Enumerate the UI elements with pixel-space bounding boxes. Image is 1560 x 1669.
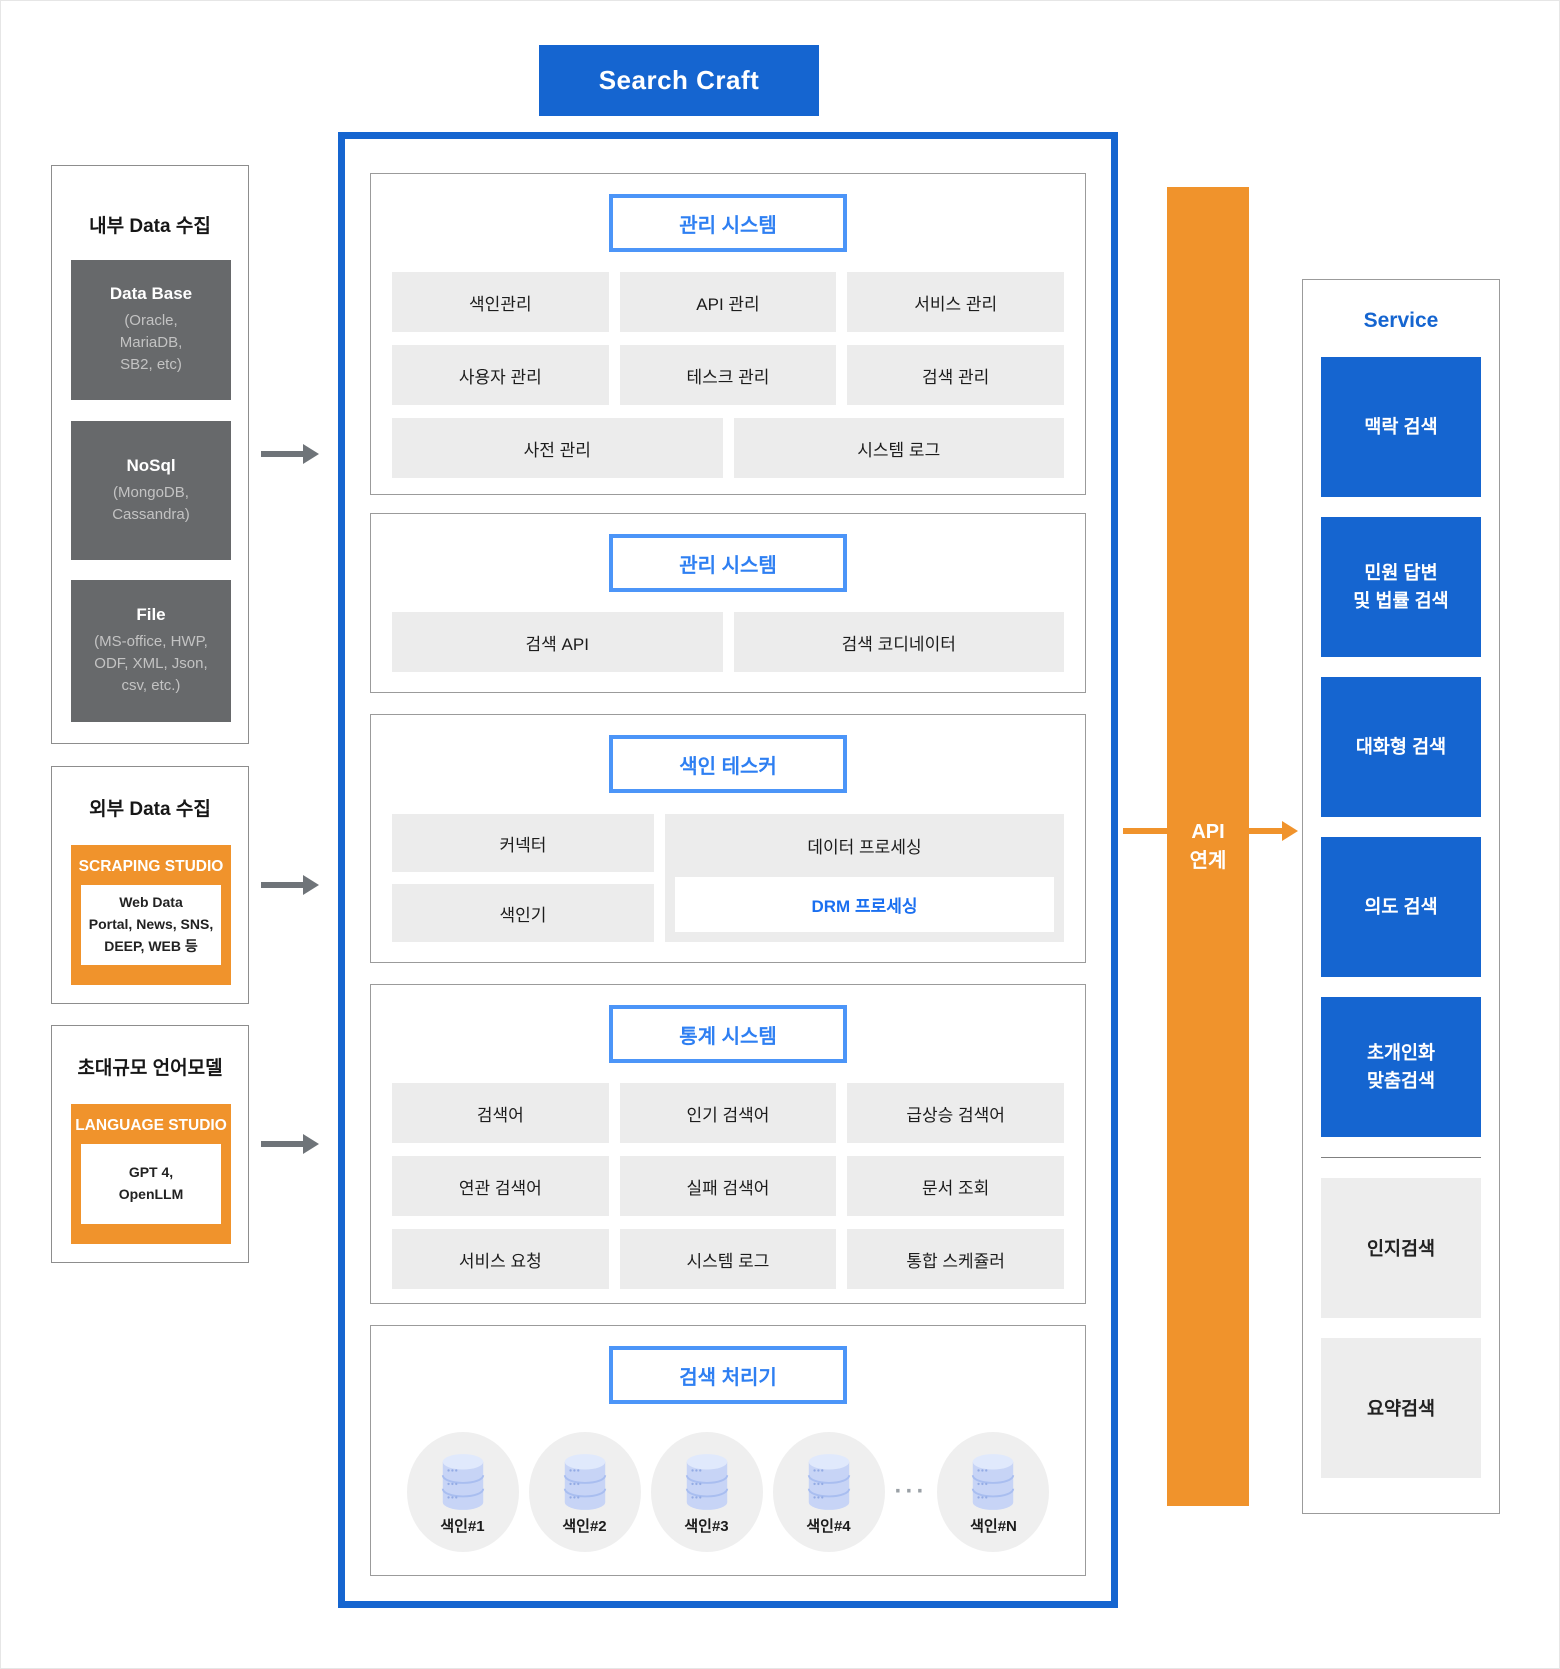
llm-group: 초대규모 언어모델 LANGUAGE STUDIO GPT 4, OpenLLM bbox=[51, 1025, 249, 1263]
external-data-title: 외부 Data 수집 bbox=[89, 799, 211, 820]
database-source-box: Data Base (Oracle, MariaDB, SB2, etc) bbox=[71, 260, 231, 400]
api-link-label-line2: 연계 bbox=[1189, 849, 1227, 872]
database-icon bbox=[441, 1454, 484, 1510]
scraping-studio-box: SCRAPING STUDIO Web Data Portal, News, S… bbox=[71, 845, 231, 985]
tasker-left-column: 커넥터 색인기 bbox=[392, 814, 654, 942]
search-craft-box: 관리 시스템 색인관리 API 관리 서비스 관리 사용자 관리 테스크 관리 … bbox=[338, 132, 1118, 1608]
module-box: 색인관리 bbox=[392, 272, 609, 332]
file-source-box: File (MS-office, HWP, ODF, XML, Json, cs… bbox=[71, 580, 231, 722]
index-label: 색인#1 bbox=[440, 1518, 485, 1535]
source-detail: (MS-office, HWP, ODF, XML, Json, csv, et… bbox=[94, 633, 208, 694]
database-icon bbox=[807, 1454, 850, 1510]
service-divider bbox=[1321, 1157, 1481, 1158]
index-label: 색인#4 bbox=[806, 1518, 851, 1535]
service-stack: 맥락 검색 민원 답변 및 법률 검색 대화형 검색 의도 검색 초개인화 맞춤… bbox=[1303, 357, 1499, 1478]
source-name: NoSql bbox=[126, 455, 176, 475]
internal-data-title: 내부 Data 수집 bbox=[89, 216, 211, 237]
index-label: 색인#2 bbox=[562, 1518, 607, 1535]
module-box: 검색 관리 bbox=[847, 345, 1064, 405]
service-box: 맥락 검색 bbox=[1321, 357, 1481, 497]
language-studio-detail: GPT 4, OpenLLM bbox=[81, 1144, 221, 1224]
service-box: 민원 답변 및 법률 검색 bbox=[1321, 517, 1481, 657]
module-box: 커넥터 bbox=[392, 814, 654, 872]
database-icon bbox=[972, 1454, 1015, 1510]
page-title: Search Craft bbox=[539, 45, 819, 116]
module-box: 검색어 bbox=[392, 1083, 609, 1143]
tasker-row: 커넥터 색인기 데이터 프로세싱 DRM 프로세싱 bbox=[392, 814, 1064, 942]
right-arrow-icon bbox=[261, 875, 319, 895]
nosql-source-box: NoSql (MongoDB, Cassandra) bbox=[71, 421, 231, 560]
index-row: 색인#1 색인#2 bbox=[371, 1432, 1085, 1552]
management-system-section: 관리 시스템 색인관리 API 관리 서비스 관리 사용자 관리 테스크 관리 … bbox=[370, 173, 1086, 495]
database-icon bbox=[563, 1454, 606, 1510]
module-box: 테스크 관리 bbox=[619, 345, 837, 405]
database-icon bbox=[685, 1454, 728, 1510]
service-box: 의도 검색 bbox=[1321, 837, 1481, 977]
search-system-section: 관리 시스템 검색 API 검색 코디네이터 bbox=[370, 513, 1086, 693]
ellipsis-dots: ··· bbox=[894, 1478, 928, 1505]
index-node: 색인#2 bbox=[528, 1432, 641, 1552]
module-box: API 관리 bbox=[619, 272, 837, 332]
service-box-secondary: 요약검색 bbox=[1321, 1338, 1481, 1478]
section-header: 색인 테스커 bbox=[609, 735, 847, 793]
module-box: 사용자 관리 bbox=[392, 345, 609, 405]
module-box: 사전 관리 bbox=[392, 418, 723, 478]
service-box: 대화형 검색 bbox=[1321, 677, 1481, 817]
module-box: 인기 검색어 bbox=[619, 1083, 837, 1143]
data-processing-label: 데이터 프로세싱 bbox=[807, 838, 922, 857]
button-grid: 색인관리 API 관리 서비스 관리 사용자 관리 테스크 관리 검색 관리 bbox=[392, 272, 1064, 405]
scraping-studio-label: SCRAPING STUDIO bbox=[78, 858, 224, 875]
scraping-studio-detail: Web Data Portal, News, SNS, DEEP, WEB 등 bbox=[81, 885, 221, 965]
module-box: 실패 검색어 bbox=[619, 1156, 837, 1216]
module-box: 서비스 관리 bbox=[847, 272, 1064, 332]
section-header: 검색 처리기 bbox=[609, 1346, 847, 1404]
index-label: 색인#3 bbox=[684, 1518, 729, 1535]
module-box: 급상승 검색어 bbox=[847, 1083, 1064, 1143]
section-header: 관리 시스템 bbox=[609, 534, 847, 592]
api-link-label-line1: API bbox=[1191, 820, 1225, 843]
index-label: 색인#N bbox=[970, 1518, 1017, 1535]
service-box: 초개인화 맞춤검색 bbox=[1321, 997, 1481, 1137]
source-name: Data Base bbox=[109, 284, 193, 304]
search-processor-section: 검색 처리기 색인#1 bbox=[370, 1325, 1086, 1576]
source-name: File bbox=[136, 605, 166, 625]
right-arrow-icon bbox=[261, 1134, 319, 1154]
module-box: 시스템 로그 bbox=[733, 418, 1064, 478]
api-in-arrow-icon bbox=[1123, 821, 1167, 841]
internal-data-group: 내부 Data 수집 Data Base (Oracle, MariaDB, S… bbox=[51, 165, 249, 744]
section-header: 통계 시스템 bbox=[609, 1005, 847, 1063]
right-arrow-icon bbox=[261, 444, 319, 464]
button-grid: 검색 API 검색 코디네이터 bbox=[392, 612, 1064, 672]
module-box: 문서 조회 bbox=[847, 1156, 1064, 1216]
module-box: 검색 API bbox=[392, 612, 723, 672]
section-header: 관리 시스템 bbox=[609, 194, 847, 252]
source-detail: (Oracle, MariaDB, SB2, etc) bbox=[119, 312, 183, 373]
service-title: Service bbox=[1363, 309, 1439, 332]
service-panel: Service 맥락 검색 민원 답변 및 법률 검색 대화형 검색 의도 검색… bbox=[1302, 279, 1500, 1514]
api-link-bar: API 연계 bbox=[1167, 187, 1249, 1506]
statistics-system-section: 통계 시스템 검색어 인기 검색어 급상승 검색어 연관 검색어 실패 검색어 … bbox=[370, 984, 1086, 1304]
module-box: 색인기 bbox=[392, 884, 654, 942]
index-node: 색인#N bbox=[937, 1432, 1050, 1552]
button-grid: 사전 관리 시스템 로그 bbox=[392, 418, 1064, 478]
api-out-arrow-icon bbox=[1249, 821, 1298, 841]
index-node: 색인#4 bbox=[772, 1432, 885, 1552]
llm-title: 초대규모 언어모델 bbox=[77, 1058, 223, 1079]
module-box: 연관 검색어 bbox=[392, 1156, 609, 1216]
language-studio-box: LANGUAGE STUDIO GPT 4, OpenLLM bbox=[71, 1104, 231, 1244]
source-detail: (MongoDB, Cassandra) bbox=[112, 483, 190, 523]
index-node: 색인#3 bbox=[650, 1432, 763, 1552]
module-box: 통합 스케쥴러 bbox=[847, 1229, 1064, 1289]
external-data-group: 외부 Data 수집 SCRAPING STUDIO Web Data Port… bbox=[51, 766, 249, 1004]
drm-processing-box: DRM 프로세싱 bbox=[675, 877, 1054, 932]
language-studio-label: LANGUAGE STUDIO bbox=[75, 1117, 227, 1134]
module-box: 검색 코디네이터 bbox=[733, 612, 1064, 672]
index-node: 색인#1 bbox=[406, 1432, 519, 1552]
module-box: 시스템 로그 bbox=[619, 1229, 837, 1289]
module-box: 서비스 요청 bbox=[392, 1229, 609, 1289]
button-grid: 검색어 인기 검색어 급상승 검색어 연관 검색어 실패 검색어 문서 조회 서… bbox=[392, 1083, 1064, 1289]
data-processing-box: 데이터 프로세싱 DRM 프로세싱 bbox=[665, 814, 1064, 942]
index-tasker-section: 색인 테스커 커넥터 색인기 데이터 프로세싱 DRM 프로세싱 bbox=[370, 714, 1086, 963]
service-box-secondary: 인지검색 bbox=[1321, 1178, 1481, 1318]
